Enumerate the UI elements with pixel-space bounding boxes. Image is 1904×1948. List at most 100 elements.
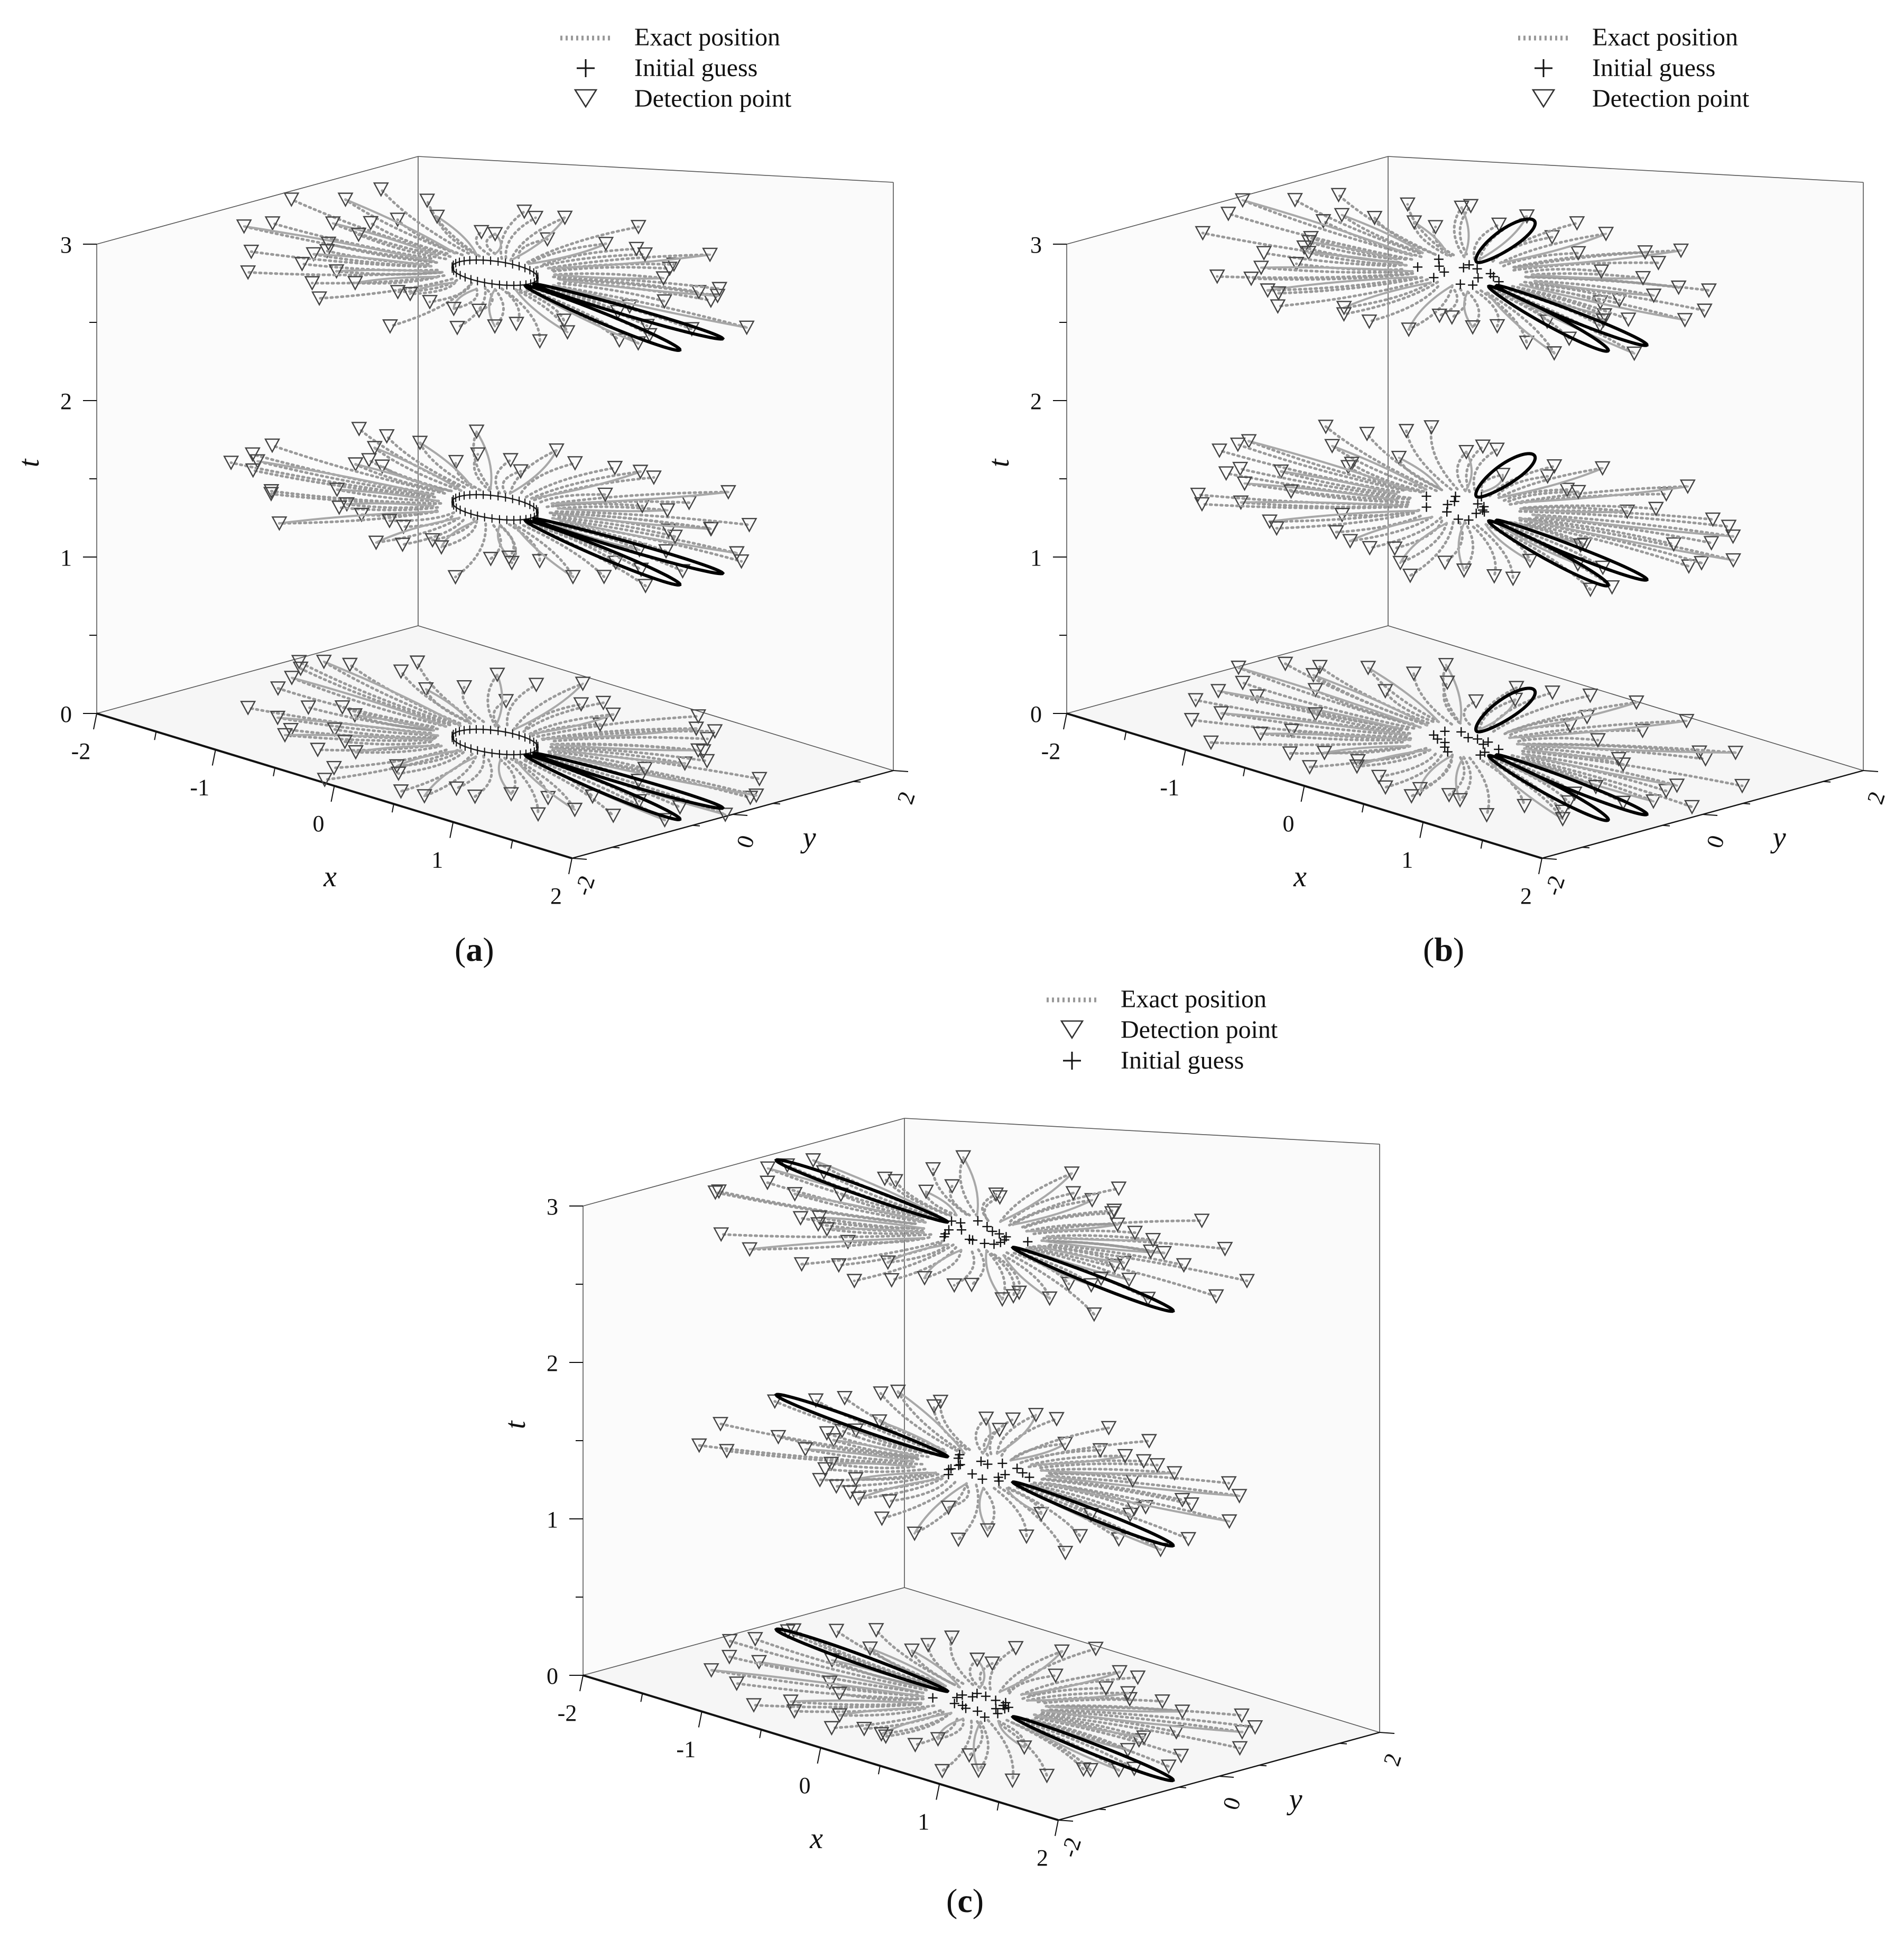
detection-point [1243, 271, 1260, 286]
detection-point [347, 745, 364, 760]
y-axis-label: y [800, 821, 816, 854]
detection-point [1217, 1241, 1233, 1257]
exact-trajectory [547, 253, 711, 270]
exact-trajectory [1502, 488, 1569, 502]
detection-point [873, 1386, 889, 1402]
exact-trajectory [1288, 744, 1409, 755]
detection-point [733, 554, 750, 569]
detection-point [1184, 713, 1200, 728]
detection-point [351, 422, 367, 437]
detection-point [448, 454, 464, 470]
detection-point [1135, 1454, 1152, 1469]
detection-point [1678, 713, 1695, 729]
panel-label-open: ( [946, 1882, 958, 1919]
trajectory-solid [1047, 1482, 1231, 1523]
x-minor-3 [1480, 840, 1483, 849]
exact-trajectory [995, 1413, 1038, 1455]
exact-trajectory [1025, 1718, 1170, 1768]
detection-point [1283, 723, 1300, 739]
exact-trajectory [1515, 485, 1689, 504]
exact-trajectory [271, 444, 446, 495]
detection-point [871, 1414, 888, 1429]
trajectory-solid [553, 273, 665, 280]
y-minor-tick [772, 803, 781, 805]
trajectory-solid [925, 1190, 958, 1217]
legend-item-2: Detection point [634, 85, 792, 113]
trajectory-solid [830, 1462, 916, 1468]
y-minor-tick [1259, 1765, 1267, 1767]
detection-point [1241, 434, 1257, 449]
exact-trajectory [1444, 521, 1464, 564]
exact-trajectory [549, 745, 709, 763]
exact-trajectory [1290, 729, 1412, 740]
panel-label-open: ( [455, 931, 466, 968]
detection-point [1679, 479, 1696, 494]
detection-point [991, 1423, 1008, 1437]
detection-point [918, 1184, 934, 1200]
x-tick-2 [1300, 785, 1305, 802]
detection-point [1725, 529, 1741, 544]
detection-point [1431, 309, 1448, 323]
trajectory-solid [331, 222, 439, 256]
detection-point [1359, 426, 1375, 442]
exact-trajectory [993, 1487, 1028, 1538]
detection-point [760, 1161, 776, 1176]
trajectory-solid [530, 470, 642, 500]
exact-trajectory [1040, 1478, 1193, 1506]
detection-point [1452, 793, 1468, 808]
trajectory-solid [880, 1712, 953, 1736]
exact-boundary-lobe-1 [523, 518, 682, 587]
exact-boundary-lobe-0 [532, 517, 725, 576]
exact-trajectory [1335, 514, 1422, 534]
trajectory-solid [346, 502, 435, 507]
exact-trajectory [1523, 281, 1706, 312]
z-axis-label: t [13, 458, 45, 467]
exact-trajectory [832, 1439, 919, 1458]
trajectory-solid [923, 1249, 963, 1279]
detection-point [944, 1179, 960, 1194]
detection-point [448, 781, 465, 796]
detection-point [707, 724, 723, 739]
detection-point [831, 1708, 848, 1723]
exact-trajectory [1491, 221, 1578, 262]
exact-trajectory [1266, 275, 1418, 292]
panel-label-close: ) [483, 931, 494, 968]
detection-point [347, 457, 364, 472]
floor-plane [1067, 626, 1863, 858]
exact-trajectory [1520, 289, 1606, 317]
x-tick-label-4: 2 [550, 883, 562, 909]
exact-trajectory [290, 676, 448, 728]
exact-trajectory [552, 266, 671, 273]
slice-t-1.5 [223, 422, 757, 594]
exact-trajectory [1239, 501, 1403, 508]
exact-trajectory [1518, 510, 1730, 528]
exact-trajectory [1406, 203, 1453, 257]
exact-trajectory [822, 1171, 943, 1220]
panel-label-open: ( [1423, 931, 1435, 968]
trajectory-solid [962, 1156, 979, 1217]
exact-trajectory [409, 281, 457, 295]
exact-trajectory [318, 277, 454, 300]
detection-point [1300, 246, 1317, 261]
detection-point [691, 285, 707, 300]
detection-point [1273, 464, 1289, 479]
exact-trajectory [890, 1246, 958, 1282]
detection-point [917, 1271, 933, 1286]
detection-point [473, 225, 489, 240]
exact-trajectory [888, 1480, 948, 1503]
detection-point [932, 1395, 949, 1409]
detection-point [263, 484, 280, 499]
x-tick-label-2: 0 [313, 811, 325, 837]
detection-point [1589, 733, 1606, 748]
trajectory-solid [494, 673, 504, 728]
detection-point [930, 1732, 946, 1747]
exact-trajectory [1217, 689, 1400, 730]
x-tick-label-0: -2 [71, 738, 91, 764]
exact-trajectory [528, 242, 607, 265]
detection-point [326, 760, 342, 776]
detection-point [1174, 1704, 1190, 1720]
panel-label-letter: b [1434, 931, 1453, 968]
detection-point [1559, 483, 1575, 498]
trajectory-solid [1482, 474, 1504, 494]
